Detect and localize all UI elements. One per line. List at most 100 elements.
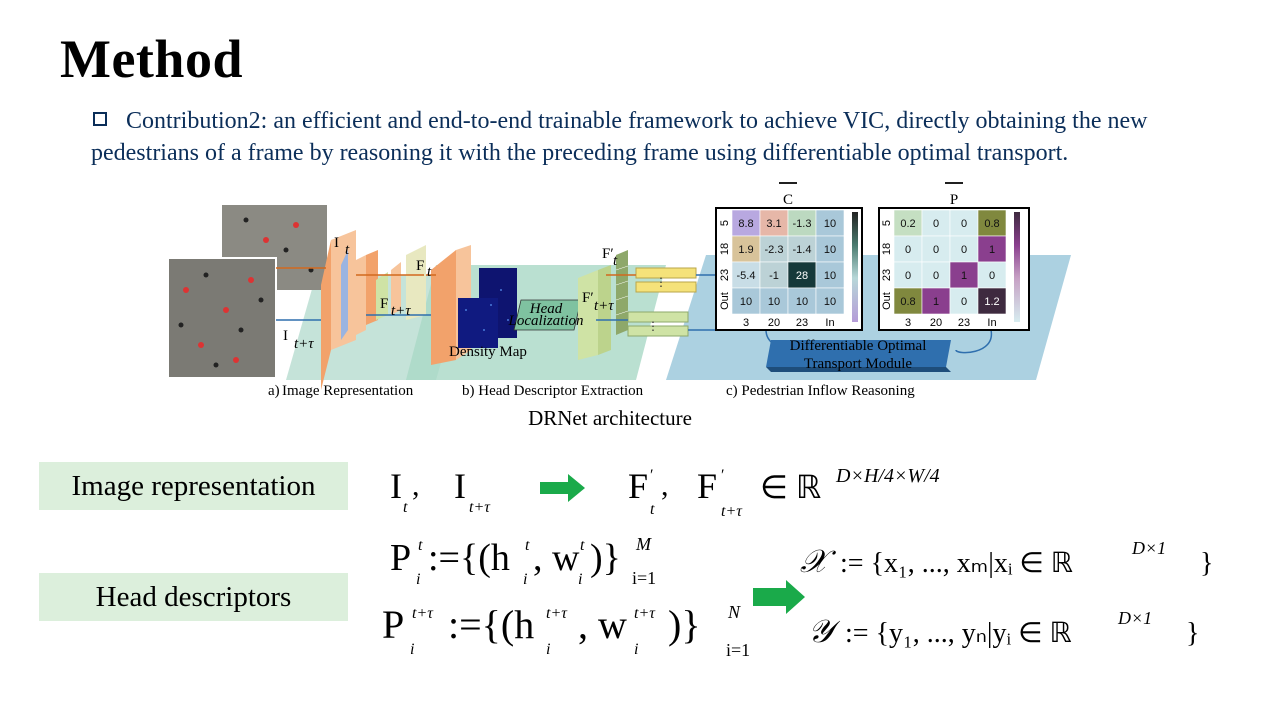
- svg-text:I: I: [390, 466, 402, 506]
- p-matrix-cell-value: 0.8: [900, 296, 915, 308]
- c-matrix-cell-value: 3.1: [766, 218, 781, 230]
- p-matrix-cell: [921, 287, 951, 315]
- svg-text:F: F: [697, 466, 717, 506]
- svg-text:D×H/4×W/4: D×H/4×W/4: [835, 465, 940, 487]
- svg-text:t: t: [650, 501, 655, 518]
- label-ft: F: [416, 258, 424, 274]
- c-matrix-cell-value: 10: [824, 296, 836, 308]
- svg-text::= {y₁, ..., yₙ|yᵢ ∈ ℝ: := {y₁, ..., yₙ|yᵢ ∈ ℝ: [845, 618, 1072, 649]
- svg-text:,: ,: [661, 469, 669, 502]
- svg-text:t: t: [580, 537, 585, 554]
- p-matrix-cell-value: 0.2: [900, 218, 915, 230]
- contribution-text: Contribution2: an efficient and end-to-e…: [91, 108, 1148, 166]
- c-matrix-cell-value: 10: [740, 296, 752, 308]
- svg-text:i=1: i=1: [632, 568, 656, 588]
- svg-text:, w: , w: [533, 537, 580, 579]
- svg-text:N: N: [727, 602, 741, 622]
- svg-text:i: i: [546, 641, 550, 658]
- svg-text:i: i: [578, 571, 582, 588]
- c-matrix-col-label: 23: [796, 317, 808, 329]
- p-matrix-cell: [893, 235, 923, 263]
- svg-text:}: }: [1200, 548, 1213, 579]
- head-localization-box: [513, 299, 582, 331]
- dot-label-1: Differentiable Optimal: [790, 338, 927, 354]
- c-matrix-row-label: 23: [719, 269, 731, 281]
- feature-bar-2: [635, 281, 697, 293]
- p-matrix-cell-value: 0: [961, 244, 967, 256]
- p-matrix-cell-value: 0: [933, 218, 939, 230]
- p-matrix-cell-value: 0: [905, 244, 911, 256]
- svg-text:i: i: [523, 571, 527, 588]
- p-matrix-col-label: 3: [905, 317, 911, 329]
- svg-text:F: F: [628, 466, 648, 506]
- density-map-label: Density Map: [449, 344, 527, 360]
- p-matrix-cell-value: 0: [905, 270, 911, 282]
- label-ftt-sub: t+τ: [391, 303, 411, 319]
- svg-text:i: i: [634, 641, 638, 658]
- c-matrix-cell-value: -5.4: [737, 270, 756, 282]
- descriptor-block: [578, 270, 598, 360]
- c-matrix-row-label: Out: [719, 292, 731, 310]
- p-bar-label: P: [950, 192, 958, 208]
- label-itt-sub: t+τ: [294, 336, 314, 352]
- c-matrix-cell: [787, 235, 817, 263]
- c-matrix-cell-value: 10: [824, 244, 836, 256]
- c-matrix-cell: [815, 287, 845, 315]
- svg-text:,: ,: [412, 469, 420, 502]
- head-loc-label-1: Head: [529, 301, 563, 317]
- c-matrix-col-label: In: [825, 317, 834, 329]
- eq-set-y: 𝒴 := {y₁, ..., yₙ|yᵢ ∈ ℝ D×1 }: [808, 608, 1199, 649]
- sec-b-label: b) Head Descriptor Extraction: [462, 383, 644, 399]
- label-itt: I: [283, 328, 288, 344]
- feature-bar-3: [627, 311, 689, 323]
- p-matrix-cell-value: 1: [989, 244, 995, 256]
- label-it-sub: t: [345, 242, 350, 258]
- svg-text:i=1: i=1: [726, 640, 750, 660]
- dot-module-base: [766, 340, 951, 367]
- eq-head-positions-t: P t i :={(h t i , w t i )} M i=1: [390, 534, 656, 588]
- p-matrix-row-label: 23: [881, 269, 893, 281]
- eq-set-x: 𝒳 := {x₁, ..., xₘ|xᵢ ∈ ℝ D×1 }: [800, 538, 1213, 579]
- arrow-right-icon: [753, 580, 805, 614]
- svg-text:t+τ: t+τ: [634, 605, 656, 622]
- p-matrix-cell: [921, 235, 951, 263]
- svg-text:⋮: ⋮: [655, 275, 667, 289]
- arrow-right-icon: [540, 474, 585, 502]
- c-matrix-cell-value: 10: [824, 270, 836, 282]
- label-fpt-sub: t: [613, 253, 618, 269]
- slide-title: Method: [60, 29, 243, 89]
- label-ft-sub: t: [427, 264, 432, 280]
- svg-text::={(h: :={(h: [428, 537, 510, 579]
- svg-text:𝒴: 𝒴: [808, 613, 841, 649]
- svg-text:}: }: [1186, 618, 1199, 649]
- svg-text:I: I: [454, 466, 466, 506]
- sec-c-label: c) Pedestrian Inflow Reasoning: [726, 383, 915, 399]
- p-matrix-row-label: Out: [881, 292, 893, 310]
- p-matrix-cell: [949, 287, 979, 315]
- frame-t-tau-image: [167, 257, 277, 379]
- c-matrix-col-label: 3: [743, 317, 749, 329]
- p-matrix-col-label: In: [987, 317, 996, 329]
- svg-text:t: t: [525, 537, 530, 554]
- figure-caption: DRNet architecture: [528, 406, 692, 430]
- c-matrix-cell: [787, 209, 817, 237]
- bullet-square-icon: [93, 112, 107, 126]
- svg-text:t+τ: t+τ: [721, 503, 743, 520]
- p-matrix-cell-value: 0: [989, 270, 995, 282]
- input-frames: [167, 205, 327, 379]
- svg-text::={(h: :={(h: [448, 602, 534, 647]
- c-matrix-col-label: 20: [768, 317, 780, 329]
- p-matrix-cell-value: 0.8: [984, 218, 999, 230]
- p-matrix-cell-value: 0: [933, 270, 939, 282]
- p-matrix-cell: [977, 209, 1007, 237]
- p-matrix-cell-value: 0: [933, 244, 939, 256]
- p-matrix-cell: [921, 261, 951, 289]
- svg-text:′: ′: [721, 467, 725, 484]
- svg-text:t+τ: t+τ: [412, 605, 434, 622]
- head-loc-label-2: Localization: [507, 313, 583, 329]
- c-matrix-cell: [815, 235, 845, 263]
- eq-head-positions-t-tau: P t+τ i :={(h t+τ i , w t+τ i )} N i=1: [382, 602, 750, 660]
- image-representation-label: Image representation: [39, 462, 348, 510]
- svg-text:′: ′: [650, 467, 654, 484]
